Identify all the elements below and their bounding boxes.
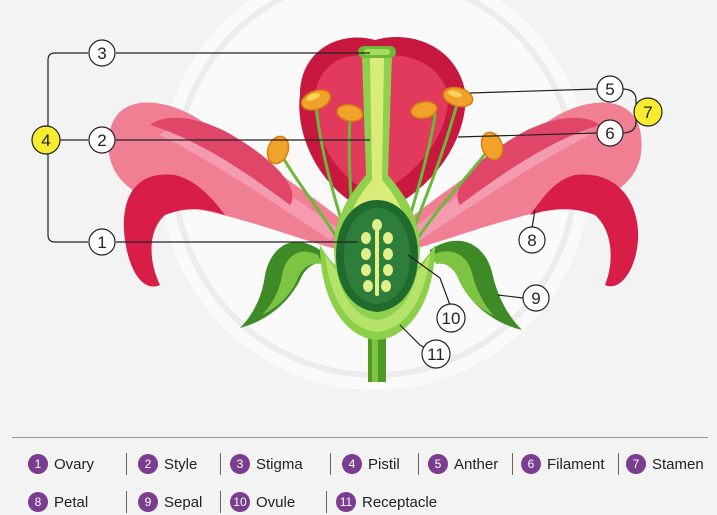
legend-separator	[330, 453, 331, 475]
legend-row-1: 1 Ovary 2 Style 3 Stigma 4 Pistil 5 Anth…	[0, 451, 717, 477]
legend-item-sepal: 9 Sepal	[138, 489, 202, 515]
legend-label: Stamen	[652, 456, 704, 473]
legend-item-anther: 5 Anther	[428, 451, 498, 477]
callout-11: 11	[422, 340, 450, 368]
legend-badge: 5	[428, 454, 448, 474]
legend-item-pistil: 4 Pistil	[342, 451, 400, 477]
legend-item-ovary: 1 Ovary	[28, 451, 94, 477]
legend-label: Petal	[54, 494, 88, 511]
legend-label: Style	[164, 456, 197, 473]
legend-item-stamen: 7 Stamen	[626, 451, 704, 477]
legend-separator	[126, 491, 127, 513]
legend-badge: 11	[336, 492, 356, 512]
callout-1: 1	[89, 229, 115, 255]
legend-badge: 10	[230, 492, 250, 512]
svg-text:3: 3	[97, 44, 106, 63]
svg-text:11: 11	[427, 345, 445, 364]
svg-text:8: 8	[527, 231, 536, 250]
legend-badge: 2	[138, 454, 158, 474]
legend-separator	[126, 453, 127, 475]
legend-label: Anther	[454, 456, 498, 473]
svg-text:4: 4	[41, 131, 50, 150]
legend-item-receptacle: 11 Receptacle	[336, 489, 437, 515]
legend-item-ovule: 10 Ovule	[230, 489, 295, 515]
legend-item-stigma: 3 Stigma	[230, 451, 303, 477]
legend-separator	[418, 453, 419, 475]
legend-label: Filament	[547, 456, 605, 473]
svg-text:1: 1	[97, 233, 106, 252]
callout-10: 10	[437, 304, 465, 332]
legend-label: Sepal	[164, 494, 202, 511]
legend-item-petal: 8 Petal	[28, 489, 88, 515]
svg-text:6: 6	[605, 124, 614, 143]
legend-separator	[512, 453, 513, 475]
stigma-top	[364, 49, 390, 55]
legend-label: Stigma	[256, 456, 303, 473]
svg-text:9: 9	[531, 289, 540, 308]
legend-separator	[326, 491, 327, 513]
legend-row-2: 8 Petal 9 Sepal 10 Ovule 11 Receptacle	[0, 489, 717, 515]
legend-badge: 8	[28, 492, 48, 512]
legend-badge: 6	[521, 454, 541, 474]
legend-badge: 3	[230, 454, 250, 474]
svg-text:7: 7	[643, 103, 652, 122]
callout-2: 2	[89, 127, 115, 153]
legend-item-filament: 6 Filament	[521, 451, 605, 477]
legend-badge: 7	[626, 454, 646, 474]
callout-9: 9	[523, 285, 549, 311]
callout-3: 3	[89, 40, 115, 66]
callout-8: 8	[519, 227, 545, 253]
legend-item-style: 2 Style	[138, 451, 197, 477]
legend-separator	[220, 453, 221, 475]
callout-7: 7	[634, 98, 662, 126]
legend-divider	[12, 437, 708, 438]
legend-separator	[220, 491, 221, 513]
callout-6: 6	[597, 120, 623, 146]
legend-badge: 9	[138, 492, 158, 512]
legend-label: Ovary	[54, 456, 94, 473]
flower-diagram: 3 2 1 4 5 6 7 8 9 10 11	[0, 0, 717, 430]
legend-label: Ovule	[256, 494, 295, 511]
callout-4: 4	[32, 126, 60, 154]
legend-label: Receptacle	[362, 494, 437, 511]
legend-label: Pistil	[368, 456, 400, 473]
callout-5: 5	[597, 76, 623, 102]
legend-badge: 1	[28, 454, 48, 474]
legend-separator	[618, 453, 619, 475]
svg-text:10: 10	[442, 309, 461, 328]
svg-text:2: 2	[97, 131, 106, 150]
legend-badge: 4	[342, 454, 362, 474]
svg-text:5: 5	[605, 80, 614, 99]
